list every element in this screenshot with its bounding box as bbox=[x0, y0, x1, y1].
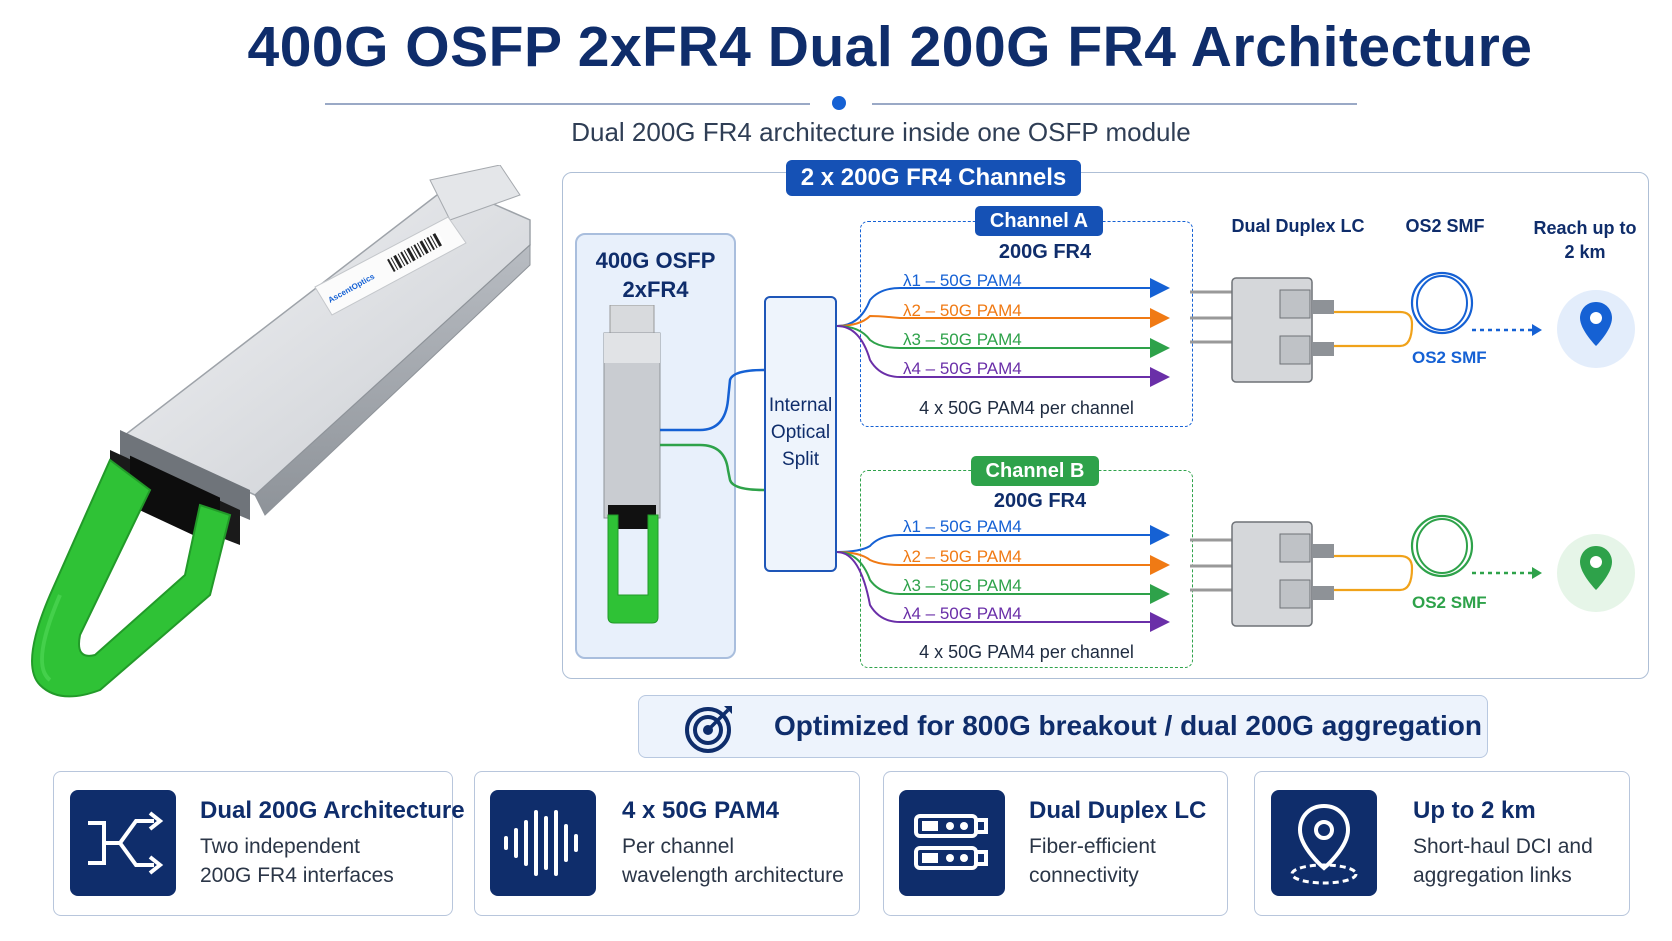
feature-desc-2: Per channel wavelength architecture bbox=[622, 832, 844, 890]
feature-desc-3-line2: connectivity bbox=[1029, 864, 1139, 887]
fiber-column-header: OS2 SMF bbox=[1405, 216, 1485, 236]
channel-a-badge: Channel A bbox=[975, 206, 1103, 236]
osfp-transceiver-image: AscentOptics bbox=[31, 165, 531, 698]
feature-title-4: Up to 2 km bbox=[1413, 797, 1536, 824]
feature-desc-2-line1: Per channel bbox=[622, 835, 735, 858]
fiber-coil-b-icon bbox=[1410, 514, 1474, 578]
feature-icon-tile-1 bbox=[70, 790, 176, 896]
feature-desc-1: Two independent 200G FR4 interfaces bbox=[200, 832, 394, 890]
channel-a-lane-3: λ3 – 50G PAM4 bbox=[903, 330, 1022, 349]
waveform-icon bbox=[504, 810, 578, 876]
channel-a-lane-2: λ2 – 50G PAM4 bbox=[903, 301, 1022, 320]
reach-line1: Reach up to bbox=[1533, 218, 1637, 238]
channel-b-lane-4: λ4 – 50G PAM4 bbox=[903, 604, 1022, 623]
split-label-line2: Optical bbox=[770, 422, 831, 443]
channel-a-lane-4: λ4 – 50G PAM4 bbox=[903, 359, 1022, 378]
feature-desc-2-line2: wavelength architecture bbox=[622, 864, 844, 887]
feature-icon-tile-3 bbox=[899, 790, 1005, 896]
module-label-line1: 400G OSFP bbox=[595, 248, 716, 273]
split-label: Internal Optical Split bbox=[758, 392, 843, 473]
location-pin-a-icon bbox=[1580, 302, 1612, 346]
panel-title: 2 x 200G FR4 Channels bbox=[786, 160, 1081, 196]
channel-a-type: 200G FR4 bbox=[998, 241, 1092, 263]
title-rule-left bbox=[325, 103, 810, 105]
module-mini-image bbox=[603, 305, 661, 624]
channel-b-box bbox=[860, 470, 1193, 668]
optimization-banner bbox=[638, 695, 1488, 758]
internal-optical-split-box bbox=[764, 296, 837, 572]
feature-desc-3-line1: Fiber-efficient bbox=[1029, 835, 1156, 858]
banner-text: Optimized for 800G breakout / dual 200G … bbox=[774, 710, 1482, 741]
title-dot bbox=[832, 96, 846, 110]
channel-a-fiber-label: OS2 SMF bbox=[1412, 348, 1487, 367]
channel-a-footer: 4 x 50G PAM4 per channel bbox=[919, 398, 1134, 418]
feature-desc-4-line2: aggregation links bbox=[1413, 864, 1572, 887]
channel-b-badge: Channel B bbox=[971, 456, 1099, 486]
feature-desc-4-line1: Short-haul DCI and bbox=[1413, 835, 1593, 858]
split-label-line3: Split bbox=[782, 449, 819, 470]
connector-icon bbox=[914, 814, 988, 870]
reach-column-header: Reach up to 2 km bbox=[1520, 216, 1650, 264]
page-subtitle: Dual 200G FR4 architecture inside one OS… bbox=[571, 117, 1191, 147]
target-icon bbox=[685, 706, 732, 753]
connector-column-header: Dual Duplex LC bbox=[1231, 216, 1365, 236]
channel-b-lane-3: λ3 – 50G PAM4 bbox=[903, 576, 1022, 595]
location-pin-b-icon bbox=[1580, 546, 1612, 590]
channel-b-lane-1: λ1 – 50G PAM4 bbox=[903, 517, 1022, 536]
feature-desc-3: Fiber-efficient connectivity bbox=[1029, 832, 1156, 890]
channel-a-lane-1: λ1 – 50G PAM4 bbox=[903, 271, 1022, 290]
feature-desc-4: Short-haul DCI and aggregation links bbox=[1413, 832, 1593, 890]
lc-connector-b-icon bbox=[1190, 521, 1334, 627]
module-label: 400G OSFP 2xFR4 bbox=[575, 246, 736, 304]
channel-b-fiber-label: OS2 SMF bbox=[1412, 593, 1487, 612]
lc-connector-a-icon bbox=[1190, 277, 1334, 383]
channel-a-box bbox=[860, 221, 1193, 427]
reach-line2: 2 km bbox=[1564, 242, 1606, 262]
feature-title-1: Dual 200G Architecture bbox=[200, 797, 465, 824]
fiber-coil-a-icon bbox=[1410, 271, 1474, 335]
channel-b-footer: 4 x 50G PAM4 per channel bbox=[919, 642, 1134, 662]
feature-title-3: Dual Duplex LC bbox=[1029, 797, 1207, 824]
split-arrows-icon bbox=[88, 811, 164, 875]
feature-desc-1-line2: 200G FR4 interfaces bbox=[200, 864, 394, 887]
feature-title-2: 4 x 50G PAM4 bbox=[622, 797, 779, 824]
location-pin-icon bbox=[1290, 803, 1358, 885]
split-label-line1: Internal bbox=[768, 395, 833, 416]
feature-desc-1-line1: Two independent bbox=[200, 835, 360, 858]
page-title: 400G OSFP 2xFR4 Dual 200G FR4 Architectu… bbox=[247, 15, 1533, 79]
module-label-line2: 2xFR4 bbox=[622, 277, 689, 302]
channel-b-type: 200G FR4 bbox=[993, 490, 1087, 512]
title-rule-right bbox=[872, 103, 1357, 105]
channel-b-lane-2: λ2 – 50G PAM4 bbox=[903, 547, 1022, 566]
